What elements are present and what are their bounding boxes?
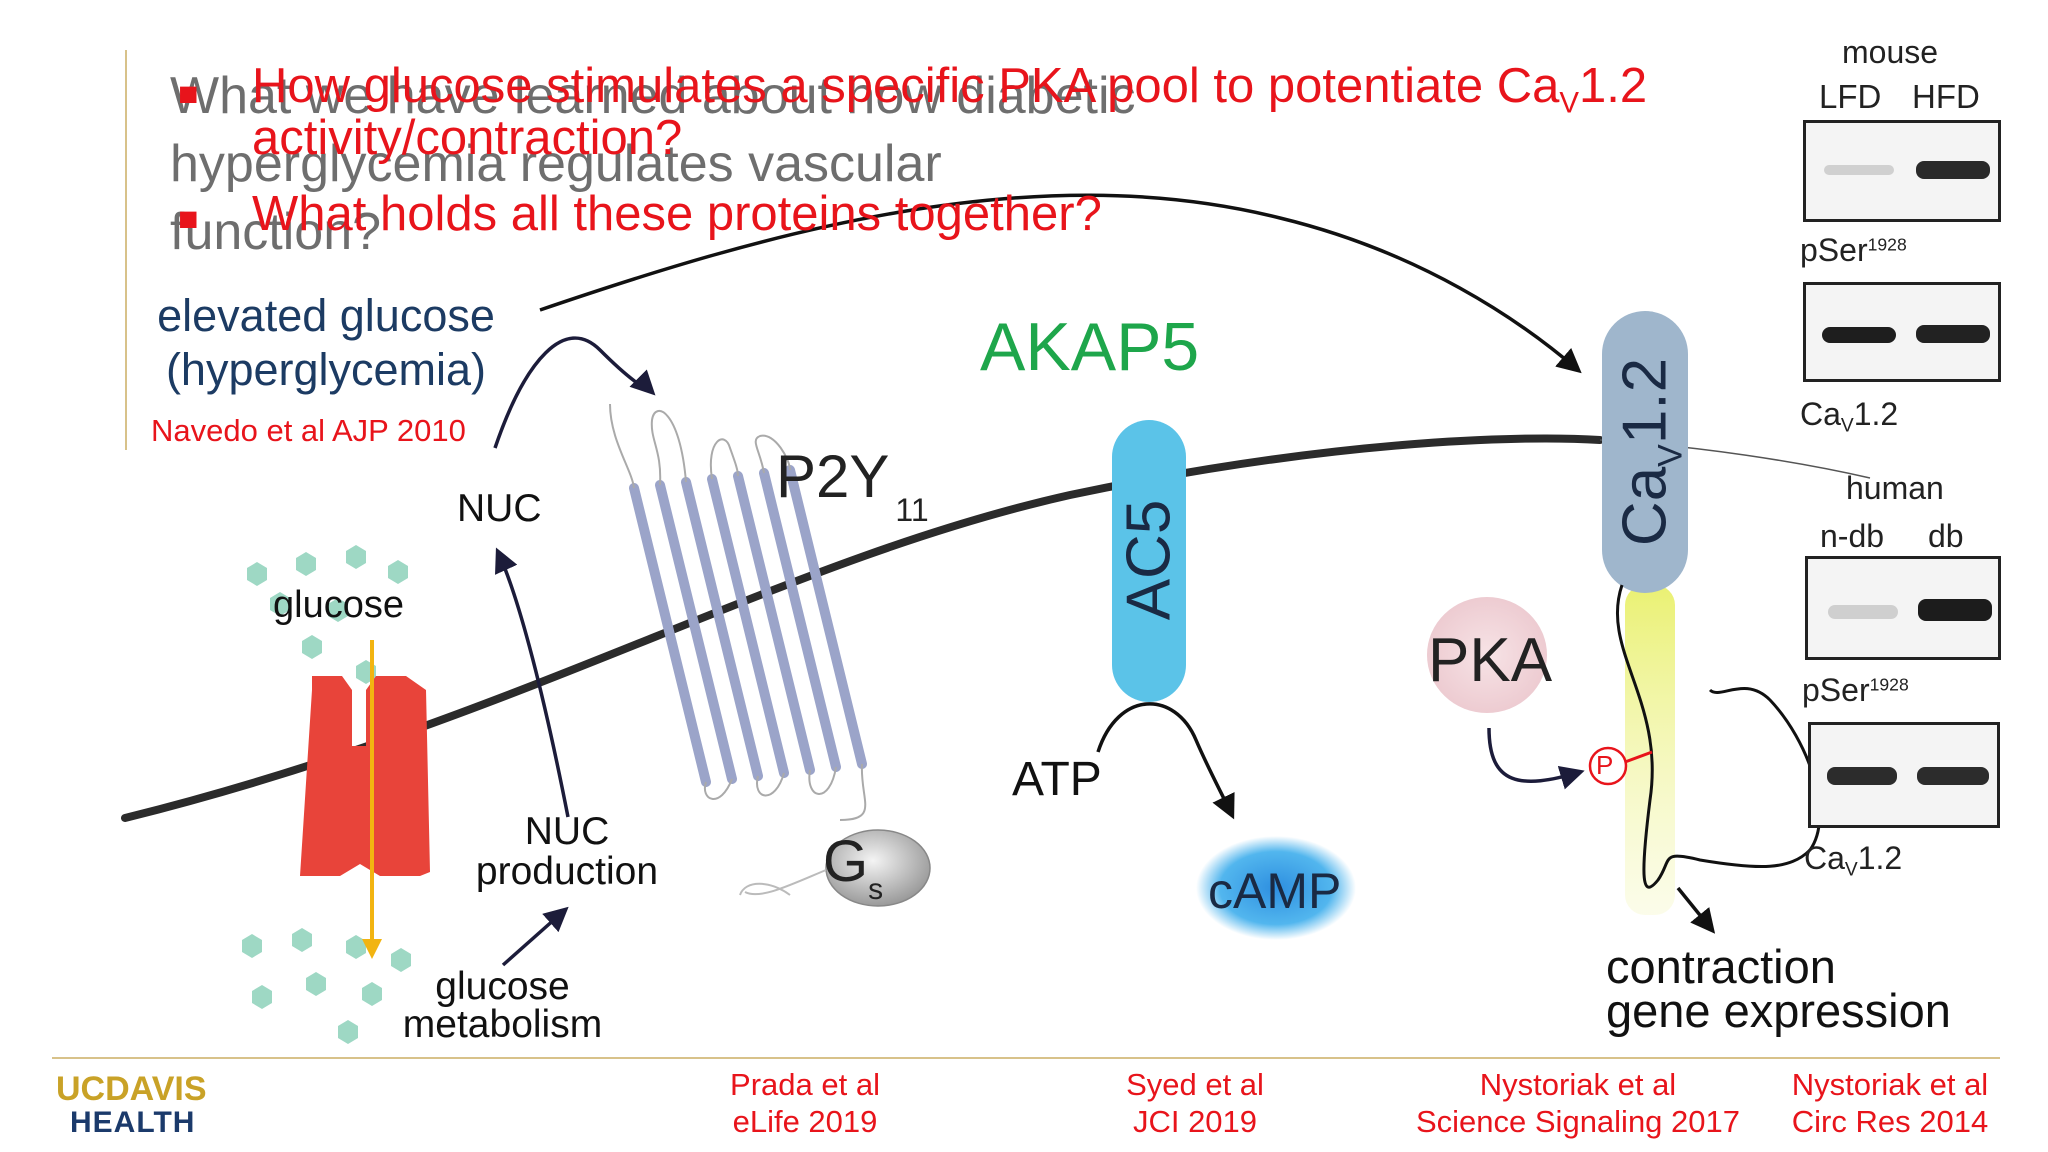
mouse-blot-title: mouse bbox=[1842, 34, 1939, 70]
bullet-marker-1: ■ bbox=[178, 75, 199, 113]
phospho-link bbox=[1624, 750, 1653, 764]
human-blot-title: human bbox=[1846, 470, 1944, 506]
camp-label: cAMP bbox=[1208, 863, 1342, 919]
glucose-metabolism-label: glucose metabolism bbox=[402, 965, 603, 1046]
bullet-question-1: How glucose stimulates a specific PKA po… bbox=[252, 59, 1648, 120]
metabolism-arrow bbox=[501, 906, 569, 967]
contraction-label: contraction gene expression bbox=[1606, 940, 1951, 1037]
mouse-cav-label: CaV1.2 bbox=[1800, 396, 1899, 437]
glucose-molecules bbox=[242, 545, 411, 1044]
navedo-reference: Navedo et al AJP 2010 bbox=[151, 413, 466, 448]
cav12-label: CaV1.2 bbox=[1610, 357, 1690, 547]
pka-label: PKA bbox=[1428, 626, 1553, 695]
human-lane-ndb: n-db bbox=[1820, 518, 1885, 554]
p2y11-receptor bbox=[609, 403, 867, 896]
cav12-channel bbox=[1602, 311, 1688, 593]
pka-enzyme bbox=[1427, 597, 1547, 713]
ac5-label: AC5 bbox=[1114, 499, 1184, 621]
mouse-pser-label: pSer1928 bbox=[1800, 232, 1907, 268]
cell-membrane bbox=[121, 434, 1604, 822]
glucose-to-cav-arrow bbox=[539, 193, 1582, 374]
nuc-release-arrow bbox=[495, 547, 570, 818]
contraction-arrow bbox=[1676, 886, 1716, 934]
glucose-transporter bbox=[300, 676, 430, 876]
bullet-marker-2: ■ bbox=[178, 200, 199, 238]
bullet-question-1-cont: activity/contraction? bbox=[252, 111, 683, 165]
mouse-lane-hfd: HFD bbox=[1912, 78, 1980, 115]
human-cav-label: CaV1.2 bbox=[1804, 840, 1903, 881]
gs-protein bbox=[825, 829, 931, 907]
human-lane-db: db bbox=[1928, 518, 1964, 554]
nuc-production-label: NUC production bbox=[475, 810, 659, 893]
akap5-label: AKAP5 bbox=[980, 309, 1200, 385]
bullet-question-2: What holds all these proteins together? bbox=[252, 187, 1102, 241]
phospho-label: P bbox=[1596, 750, 1614, 780]
mouse-cav-blot bbox=[1803, 282, 2001, 382]
pka-phospho-arrow bbox=[1487, 727, 1585, 790]
mouse-pser-blot bbox=[1803, 120, 2001, 222]
background-question-line1: What we have learned about how diabetic … bbox=[170, 67, 1136, 261]
human-pser-blot bbox=[1805, 556, 2001, 660]
nuc-to-p2y-arrow bbox=[493, 336, 656, 449]
glucose-label: glucose bbox=[273, 584, 404, 626]
human-cav-blot bbox=[1808, 722, 2000, 828]
atp-label: ATP bbox=[1012, 753, 1102, 806]
phospho-circle bbox=[1588, 746, 1628, 786]
elevated-glucose-label: elevated glucose (hyperglycemia) bbox=[157, 290, 495, 395]
ac5-protein bbox=[1112, 420, 1186, 702]
camp-cloud bbox=[1196, 836, 1356, 940]
nuc-label: NUC bbox=[457, 487, 542, 530]
human-pser-label: pSer1928 bbox=[1802, 672, 1909, 708]
atp-to-camp-arrow bbox=[1096, 702, 1235, 820]
gs-label: Gs bbox=[823, 829, 884, 906]
mouse-lane-lfd: LFD bbox=[1819, 78, 1882, 115]
ucdavis-health-logo: UCDAVIS HEALTH bbox=[56, 1070, 207, 1139]
